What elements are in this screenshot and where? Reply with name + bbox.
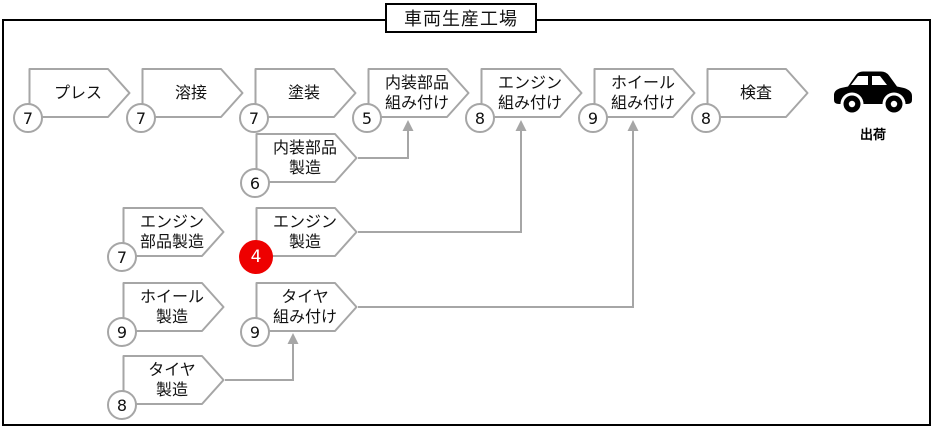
process-interior-parts-manufacturing: 内装部品製造 6 [240, 133, 358, 198]
count-badge: 9 [578, 103, 608, 133]
process-welding: 溶接 7 [126, 68, 244, 133]
count-badge: 7 [126, 103, 156, 133]
connector-interior-to-assembly [358, 130, 409, 159]
process-wheel-assembly: ホイール組み付け 9 [578, 68, 696, 133]
process-painting: 塗装 7 [239, 68, 357, 133]
shipment: 出荷 [833, 66, 913, 143]
process-label: ホイール組み付け [610, 73, 675, 112]
connector-engine-to-assembly [358, 130, 522, 233]
diagram-title: 車両生産工場 [404, 9, 518, 30]
process-label: ホイール製造 [139, 287, 204, 326]
process-label: タイヤ製造 [148, 360, 196, 399]
arrowhead-up-icon [287, 333, 299, 344]
process-inspection: 検査 8 [691, 68, 809, 133]
process-engine-manufacturing: エンジン製造 4 [239, 207, 358, 274]
process-label: エンジン組み付け [497, 73, 562, 112]
process-label: 内装部品組み付け [384, 73, 449, 112]
count-badge: 9 [240, 317, 270, 347]
arrowhead-up-icon [515, 120, 527, 131]
process-interior-parts-assembly: 内装部品組み付け 5 [352, 68, 470, 133]
process-wheel-manufacturing: ホイール製造 9 [107, 282, 225, 347]
process-label: プレス [53, 83, 102, 102]
arrowhead-up-icon [402, 120, 414, 131]
diagram-title-box: 車両生産工場 [385, 3, 537, 33]
count-badge: 7 [13, 103, 43, 133]
process-label: 検査 [739, 83, 772, 102]
count-badge: 8 [465, 103, 495, 133]
count-badge-highlighted: 4 [239, 240, 273, 274]
count-badge: 7 [107, 242, 137, 272]
count-badge: 6 [240, 168, 270, 198]
car-icon [834, 71, 912, 116]
process-label: タイヤ組み付け [272, 287, 337, 326]
count-badge: 7 [239, 103, 269, 133]
arrowhead-up-icon [627, 120, 639, 131]
connector-tire-assembly-to-wheel-assembly [358, 130, 634, 308]
process-engine-assembly: エンジン組み付け 8 [465, 68, 583, 133]
count-badge: 8 [691, 103, 721, 133]
process-engine-parts-manufacturing: エンジン部品製造 7 [107, 207, 225, 272]
process-press: プレス 7 [13, 68, 131, 133]
count-badge: 5 [352, 103, 382, 133]
process-label: エンジン部品製造 [139, 212, 204, 251]
process-tire-assembly: タイヤ組み付け 9 [240, 282, 358, 347]
process-label: エンジン製造 [272, 212, 337, 251]
shipment-label: 出荷 [859, 128, 886, 143]
process-label: 塗装 [287, 83, 320, 102]
process-label: 内装部品製造 [272, 138, 337, 177]
count-badge: 8 [107, 390, 137, 420]
process-tire-manufacturing: タイヤ製造 8 [107, 355, 225, 420]
connector-tire-mfg-to-tire-assembly [225, 343, 294, 381]
process-label: 溶接 [174, 83, 207, 102]
count-badge: 9 [107, 317, 137, 347]
